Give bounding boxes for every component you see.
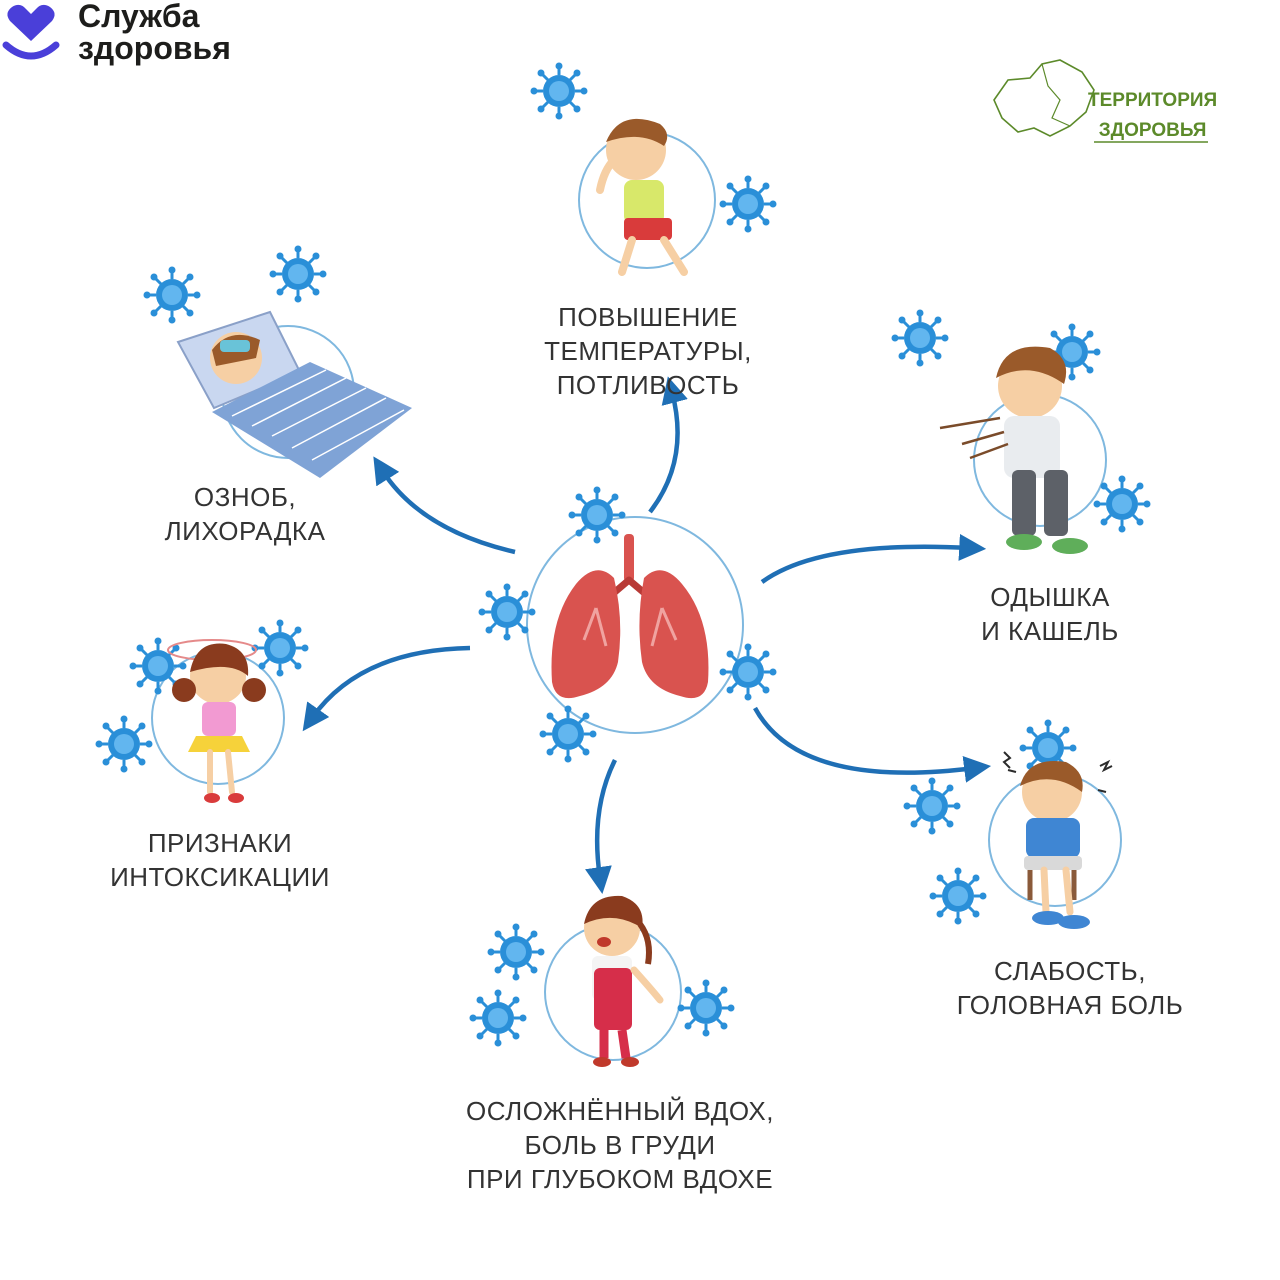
label-fever-line1: ПОВЫШЕНИЕ: [558, 302, 738, 332]
virus-icon: [486, 922, 546, 982]
virus-icon: [567, 485, 627, 545]
virus-icon: [477, 582, 537, 642]
arrow-to-weakness: [753, 706, 992, 783]
coughing-boy-icon: [939, 346, 1088, 554]
lungs-center: [477, 485, 778, 764]
coughing-girl-icon: [584, 895, 664, 1067]
label-cough-line2: И КАШЕЛЬ: [981, 616, 1119, 646]
virus-icon: [529, 61, 589, 121]
label-breathing-line2: БОЛЬ В ГРУДИ: [524, 1130, 716, 1160]
label-cough-line1: ОДЫШКА: [990, 582, 1110, 612]
virus-icon: [676, 978, 736, 1038]
arrow-to-breathing: [585, 758, 618, 895]
lungs-icon: [551, 534, 709, 699]
virus-icon: [250, 618, 310, 678]
sweating-boy-icon: [596, 118, 688, 276]
virus-icon: [928, 866, 988, 926]
intoxication-illustration: [94, 618, 310, 803]
region-map-icon: [993, 59, 1208, 143]
label-breathing: ОСЛОЖНЁННЫЙ ВДОХ, БОЛЬ В ГРУДИ ПРИ ГЛУБО…: [440, 1094, 800, 1196]
arrow-to-chills: [373, 456, 516, 555]
brand-logo-right: ТЕРРИТОРИЯ ЗДОРОВЬЯ: [990, 56, 1217, 156]
label-chills-line1: ОЗНОБ,: [193, 482, 297, 512]
label-intoxication-line2: ИНТОКСИКАЦИИ: [110, 862, 330, 892]
brand-logo-left: Служба здоровья: [0, 0, 1280, 64]
brand-left-line2: здоровья: [78, 30, 231, 66]
virus-icon: [1092, 474, 1152, 534]
brand-right-line2: ЗДОРОВЬЯ: [1098, 120, 1207, 141]
brand-right-line1: ТЕРРИТОРИЯ: [1088, 90, 1218, 111]
label-chills: ОЗНОБ, ЛИХОРАДКА: [120, 480, 370, 548]
virus-icon: [538, 704, 598, 764]
virus-icon: [468, 988, 528, 1048]
brand-left-name: Служба здоровья: [78, 0, 231, 64]
breathing-illustration: [468, 895, 736, 1067]
virus-icon: [890, 308, 950, 368]
label-weakness-line2: ГОЛОВНАЯ БОЛЬ: [956, 990, 1184, 1020]
label-chills-line2: ЛИХОРАДКА: [164, 516, 326, 546]
label-breathing-line1: ОСЛОЖНЁННЫЙ ВДОХ,: [466, 1096, 774, 1126]
heart-smile-icon: [2, 4, 60, 60]
label-fever-line3: ПОТЛИВОСТЬ: [556, 370, 740, 400]
arrow-to-fever: [648, 376, 688, 514]
label-intoxication-line1: ПРИЗНАКИ: [147, 828, 293, 858]
fever-illustration: [529, 61, 778, 276]
dizzy-girl-icon: [167, 639, 266, 803]
virus-icon: [142, 265, 202, 325]
cough-illustration: [890, 308, 1152, 554]
label-cough: ОДЫШКА И КАШЕЛЬ: [940, 580, 1160, 648]
label-fever: ПОВЫШЕНИЕ ТЕМПЕРАТУРЫ, ПОТЛИВОСТЬ: [498, 300, 798, 402]
headache-boy-icon: [1002, 751, 1113, 929]
virus-icon: [268, 244, 328, 304]
virus-icon: [718, 174, 778, 234]
label-weakness-line1: СЛАБОСТЬ,: [994, 956, 1146, 986]
chills-illustration: [142, 244, 412, 478]
label-intoxication: ПРИЗНАКИ ИНТОКСИКАЦИИ: [90, 826, 350, 894]
brand-left-line1: Служба: [78, 0, 200, 34]
arrow-to-cough: [760, 533, 987, 584]
label-breathing-line3: ПРИ ГЛУБОКОМ ВДОХЕ: [466, 1164, 774, 1194]
virus-icon: [902, 776, 962, 836]
weakness-illustration: [902, 718, 1122, 929]
label-weakness: СЛАБОСТЬ, ГОЛОВНАЯ БОЛЬ: [930, 954, 1210, 1022]
label-fever-line2: ТЕМПЕРАТУРЫ,: [544, 336, 752, 366]
child-in-bed-icon: [176, 310, 412, 478]
virus-icon: [718, 642, 778, 702]
arrow-to-intoxication: [302, 645, 471, 732]
virus-icon: [94, 714, 154, 774]
brand-right-name: ТЕРРИТОРИЯ ЗДОРОВЬЯ: [1088, 86, 1217, 146]
